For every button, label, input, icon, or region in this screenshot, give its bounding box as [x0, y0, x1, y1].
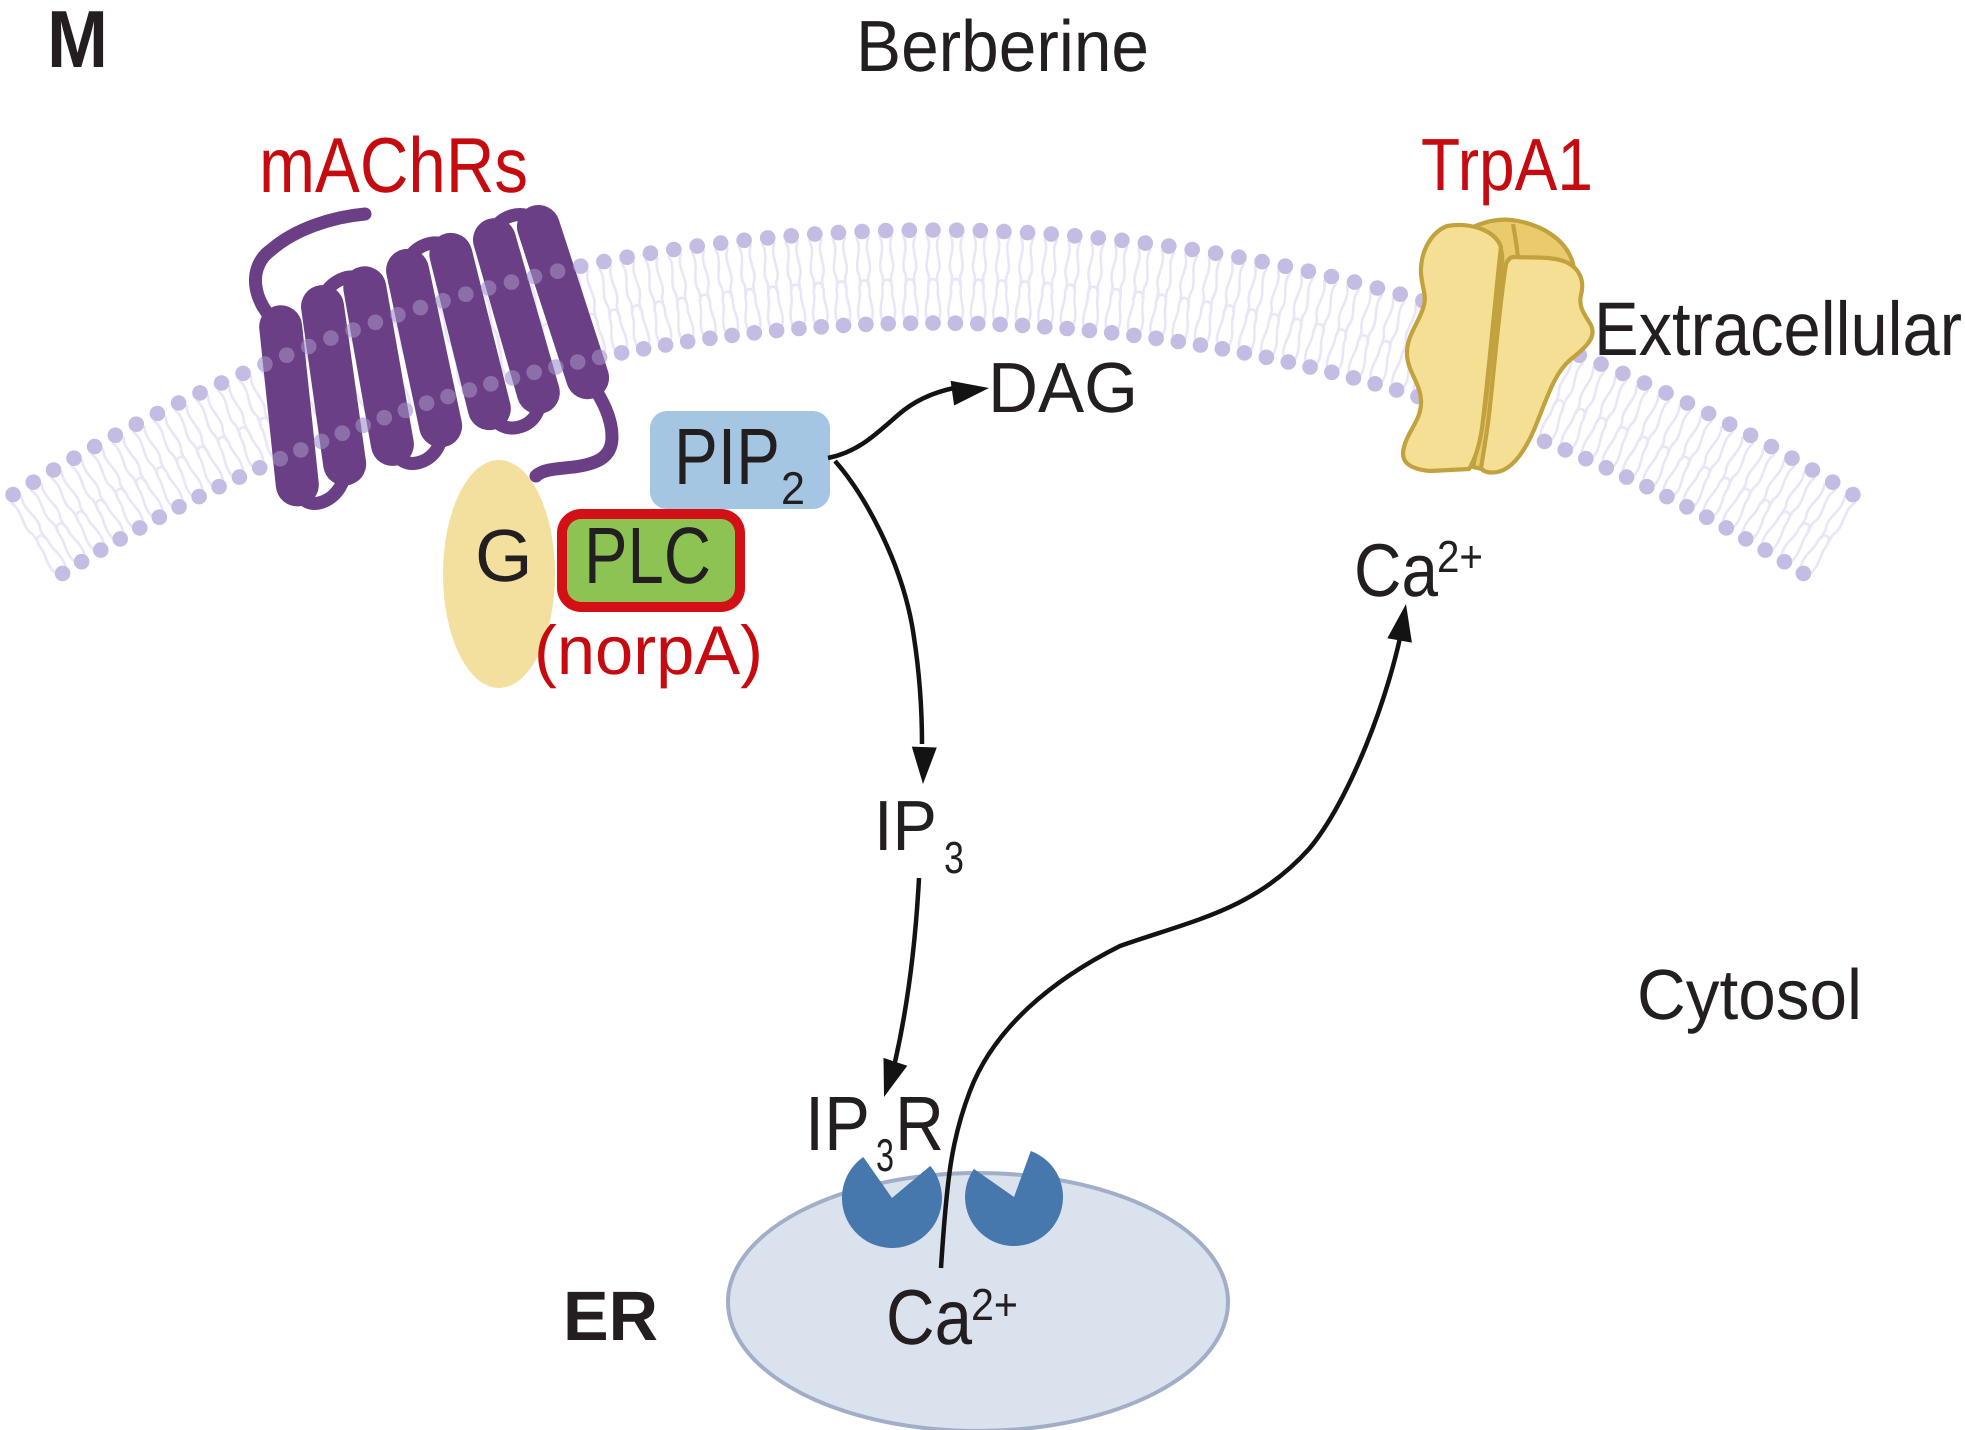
- svg-text:M: M: [47, 0, 108, 85]
- svg-text:PIP: PIP: [674, 412, 780, 501]
- svg-text:ER: ER: [563, 1277, 658, 1355]
- svg-text:(norpA): (norpA): [534, 612, 763, 689]
- svg-text:DAG: DAG: [988, 349, 1138, 428]
- svg-text:Ca: Ca: [1354, 528, 1438, 612]
- svg-text:IP: IP: [805, 1081, 870, 1167]
- svg-text:R: R: [895, 1081, 944, 1167]
- svg-text:mAChRs: mAChRs: [259, 121, 528, 209]
- svg-text:IP: IP: [874, 787, 937, 866]
- svg-text:Berberine: Berberine: [856, 6, 1149, 87]
- svg-text:3: 3: [876, 1129, 894, 1181]
- svg-text:Extracellular: Extracellular: [1594, 287, 1962, 372]
- svg-text:G: G: [475, 514, 533, 597]
- svg-text:PLC: PLC: [584, 511, 711, 600]
- svg-text:Ca: Ca: [886, 1273, 973, 1361]
- svg-text:TrpA1: TrpA1: [1421, 123, 1593, 206]
- svg-text:3: 3: [944, 832, 964, 883]
- svg-text:2+: 2+: [971, 1279, 1018, 1330]
- svg-text:2: 2: [781, 462, 805, 514]
- svg-text:Cytosol: Cytosol: [1637, 956, 1862, 1035]
- svg-text:2+: 2+: [1437, 531, 1483, 582]
